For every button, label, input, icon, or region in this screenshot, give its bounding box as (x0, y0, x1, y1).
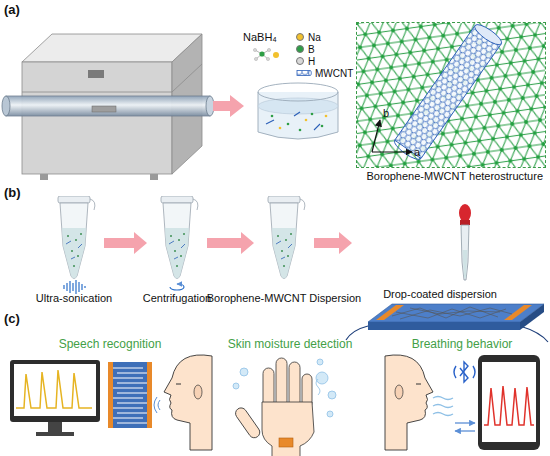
node-label: Ultra-sonication (36, 292, 112, 305)
breathing-face (385, 355, 433, 450)
node-label: Borophene-MWCNT Dispersion (207, 292, 361, 305)
lattice-axes (372, 120, 412, 152)
process-step: Borophene-MWCNT Dispersion (262, 196, 306, 290)
process-step: Centrifugation (155, 196, 199, 290)
process-arrow (213, 95, 244, 117)
speaker-face (154, 355, 212, 450)
eppendorf-tube (161, 196, 198, 279)
zoom-box: Borophene-MWCNT heterostructure (356, 22, 546, 168)
molecule-icon (253, 48, 279, 60)
rotation-symbol (170, 284, 184, 290)
legend-swatch (296, 57, 304, 65)
legend-row: Na (296, 31, 353, 43)
legend-text: B (308, 44, 315, 55)
sensor-chip (108, 362, 152, 428)
wrist-sensor (279, 438, 293, 447)
process-step: Ultra-sonication (52, 196, 96, 290)
legend-text: H (308, 56, 315, 67)
axis-label: b (383, 106, 389, 120)
dropper (459, 204, 471, 280)
application-title: Skin moisture detection (228, 337, 353, 351)
legend: NaBHMWCNT (296, 31, 353, 79)
legend-row: MWCNT (296, 67, 353, 79)
eppendorf-tube (58, 196, 95, 279)
legend-text: Na (308, 32, 321, 43)
bluetooth-symbol (454, 362, 475, 382)
panel-label: (b) (4, 186, 21, 200)
axis-label: a (414, 145, 420, 159)
legend-row: H (296, 55, 353, 67)
reagent-label: NaBH₄ (243, 30, 277, 44)
reaction-beaker (258, 83, 338, 139)
legend-swatch (296, 33, 304, 41)
legend-text: MWCNT (315, 68, 353, 79)
node-label: Drop-coated dispersion (383, 288, 497, 301)
tube-furnace (2, 34, 214, 180)
panel-label: (a) (4, 3, 20, 17)
nanotube (392, 21, 504, 162)
data-arrows (455, 423, 475, 431)
moisture-drops (233, 359, 336, 417)
application-title: Speech recognition (59, 337, 162, 351)
sensor-device (346, 304, 548, 342)
node-label: Centrifugation (143, 292, 212, 305)
eppendorf-tube (268, 196, 305, 279)
node-label: Borophene-MWCNT heterostructure (367, 170, 543, 183)
hand (233, 358, 314, 456)
phone (478, 355, 540, 450)
panel-label: (c) (4, 312, 20, 326)
breath-lines (433, 397, 453, 416)
application-title: Breathing behavior (412, 337, 513, 351)
ultrasound-symbol (64, 280, 85, 294)
legend-swatch (296, 45, 304, 53)
process-arrow (314, 232, 352, 254)
legend-row: B (296, 43, 353, 55)
device-step: Drop-coated dispersion (360, 196, 546, 336)
nanotube-icon (296, 68, 312, 78)
monitor (10, 360, 100, 436)
borophene-lattice (340, 10, 550, 180)
process-arrow (104, 232, 147, 254)
process-arrow (207, 232, 254, 254)
